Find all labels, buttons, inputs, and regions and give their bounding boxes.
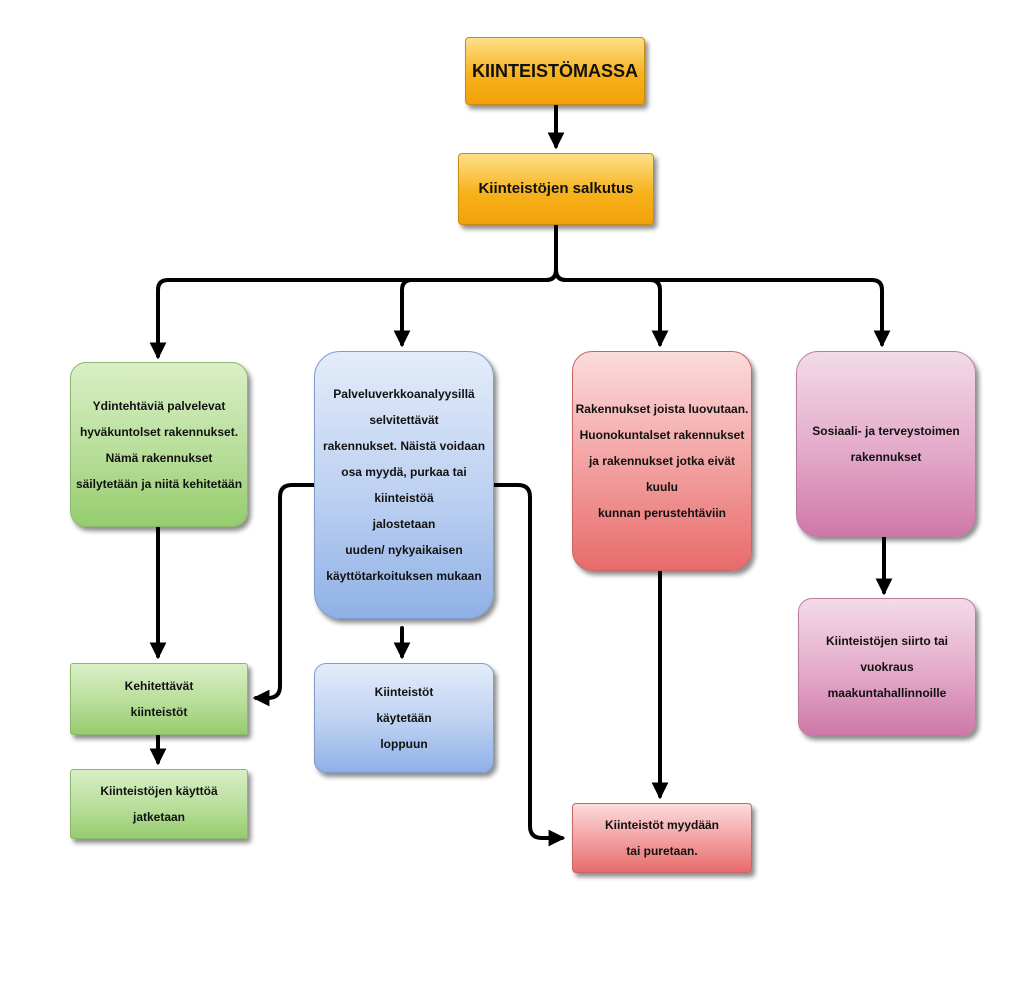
node-kiinteistomassa: KIINTEISTÖMASSA <box>465 37 645 105</box>
node-text-line: Ydintehtäviä palvelevat <box>92 398 226 413</box>
node-luovutettavat-rakennukset: Rakennukset joista luovutaan. Huonokuntal… <box>572 351 752 571</box>
node-text-line: loppuun <box>380 737 428 751</box>
node-text-line: käytetään <box>376 711 432 725</box>
node-text-line: tai puretaan. <box>626 844 698 858</box>
node-kiinteistot-kaytetaan-loppuun: Kiinteistöt käytetään loppuun <box>314 663 494 773</box>
node-text-line: Palveluverkkoanalyysillä <box>333 387 475 401</box>
node-text-line: käyttötarkoituksen mukaan <box>326 569 482 583</box>
node-kehitettavat-kiinteistot: Kehitettävät kiinteistöt <box>70 663 248 735</box>
node-text-line: Rakennukset joista luovutaan. <box>575 402 749 416</box>
node-text-line: osa myydä, purkaa tai kiinteistöä <box>341 465 467 505</box>
arrow-palveluverkko-to-myydaan <box>490 483 566 847</box>
node-kiinteistojen-salkutus: Kiinteistöjen salkutus <box>458 153 654 225</box>
node-text-line: Huonokuntalset rakennukset <box>579 428 745 442</box>
node-text-line: selvitettävät <box>369 413 439 427</box>
node-text-line: hyväkuntolset rakennukset. <box>79 424 239 439</box>
arrow-palveluverkko-to-kehitettavat <box>252 483 318 707</box>
node-kiinteistojen-kayttoa-jatketaan: Kiinteistöjen käyttöä jatketaan <box>70 769 248 839</box>
node-text-line: ja rakennukset jotka eivät kuulu <box>588 454 736 494</box>
node-text-line: kunnan perustehtäviin <box>597 506 727 520</box>
node-text-line: Kiinteistöjen siirto tai vuokraus <box>825 634 948 674</box>
node-text-line: Sosiaali- ja terveystoimen <box>812 424 960 438</box>
arrow-branch-to-palveluverkko <box>393 268 558 348</box>
node-text-line: Kiinteistöjen salkutus <box>478 180 634 197</box>
node-text-line: jatketaan <box>132 810 186 824</box>
node-text-line: jalostetaan <box>372 517 436 531</box>
node-text-line: Kiinteistöjen käyttöä <box>100 784 218 798</box>
node-text-line: säilytetään ja niitä kehitetään <box>75 476 243 491</box>
node-palveluverkkoanalyysi: Palveluverkkoanalyysillä selvitettävät rak… <box>314 351 494 619</box>
node-text-line: Kiinteistöt myydään <box>604 818 720 832</box>
node-text-line: maakuntahallinnoille <box>827 686 947 700</box>
node-text-line: KIINTEISTÖMASSA <box>471 61 638 81</box>
arrow-branch-to-sote <box>554 268 891 348</box>
node-sote-rakennukset: Sosiaali- ja terveystoimen rakennukset <box>796 351 976 537</box>
node-text-line: kiinteistöt <box>130 705 188 719</box>
node-text-line: Nämä rakennukset <box>105 450 213 465</box>
node-kiinteistojen-siirto: Kiinteistöjen siirto tai vuokraus maakunt… <box>798 598 976 736</box>
node-text-line: rakennukset. Näistä voidaan <box>322 439 486 453</box>
node-ydintehtavat: Ydintehtäviä palvelevat hyväkuntolset rak… <box>70 362 248 527</box>
node-text-line: Kehitettävät <box>124 679 194 693</box>
node-kiinteistot-myydaan: Kiinteistöt myydään tai puretaan. <box>572 803 752 873</box>
node-text-line: rakennukset <box>850 450 922 464</box>
node-text-line: uuden/ nykyaikaisen <box>345 543 463 557</box>
line-salkutus-to-branch <box>149 224 558 360</box>
node-text-line: Kiinteistöt <box>374 685 434 699</box>
